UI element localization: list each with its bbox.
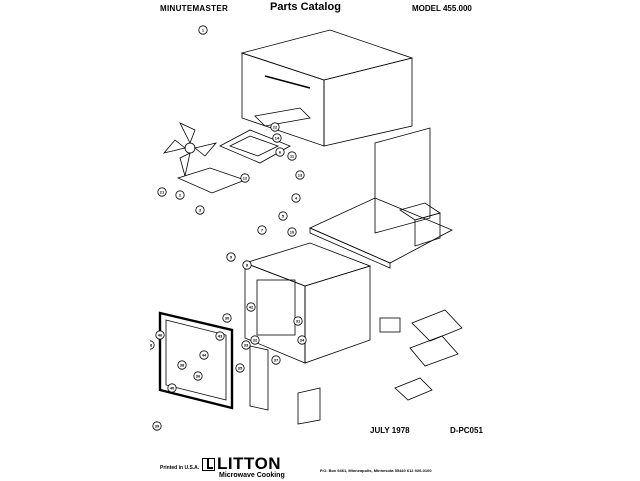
svg-text:31: 31 <box>296 319 301 324</box>
callout-35: 35 <box>235 363 245 373</box>
stirrer-tray <box>176 167 247 194</box>
oven-cavity <box>243 242 372 364</box>
svg-text:2: 2 <box>179 193 182 198</box>
catalog-code: D-PC051 <box>450 426 483 435</box>
callout-38: 38 <box>177 360 187 370</box>
callout-4: 4 <box>291 193 301 203</box>
svg-text:6: 6 <box>279 150 282 155</box>
callout-12: 12 <box>240 173 250 183</box>
callout-39: 39 <box>152 421 162 431</box>
callout-13: 13 <box>295 170 305 180</box>
company-address: P.O. Box 9461, Minneapolis, Minnesota 55… <box>320 468 432 473</box>
shield-plate-lower <box>409 335 459 367</box>
svg-text:1: 1 <box>202 28 205 33</box>
cover-tray <box>254 107 311 127</box>
svg-text:43: 43 <box>218 334 223 339</box>
vent-panel <box>219 129 291 164</box>
svg-text:37: 37 <box>274 358 279 363</box>
cabinet-cover <box>240 29 414 147</box>
svg-text:5: 5 <box>282 214 285 219</box>
callout-42: 42 <box>246 302 256 312</box>
svg-text:13: 13 <box>298 173 303 178</box>
svg-text:28: 28 <box>150 343 153 348</box>
svg-text:12: 12 <box>243 176 248 181</box>
callout-31: 31 <box>293 316 303 326</box>
callout-10: 10 <box>287 227 297 237</box>
control-panel <box>249 345 269 411</box>
svg-text:7: 7 <box>261 228 264 233</box>
callout-36: 36 <box>193 371 203 381</box>
litton-logo-mark <box>202 458 215 471</box>
svg-text:10: 10 <box>290 230 295 235</box>
oven-door <box>158 311 234 410</box>
catalog-date: JULY 1978 <box>370 426 410 435</box>
high-voltage-unit <box>399 202 441 221</box>
svg-text:21: 21 <box>160 190 165 195</box>
capacitor <box>379 317 401 333</box>
callout-6: 6 <box>275 147 285 157</box>
callout-37: 37 <box>271 355 281 365</box>
svg-text:3: 3 <box>199 208 202 213</box>
svg-text:46: 46 <box>158 333 163 338</box>
callout-43: 43 <box>215 331 225 341</box>
model-number: MODEL 455.000 <box>412 4 472 13</box>
svg-text:35: 35 <box>238 366 243 371</box>
callout-14: 14 <box>272 133 282 143</box>
callout-28: 28 <box>150 340 155 350</box>
svg-text:9: 9 <box>230 255 233 260</box>
base-plate <box>309 197 453 264</box>
callout-5: 5 <box>278 211 288 221</box>
callout-21: 21 <box>157 187 167 197</box>
page-title: Parts Catalog <box>270 1 341 13</box>
callout-33: 33 <box>241 340 251 350</box>
callout-11: 11 <box>287 151 297 161</box>
svg-text:4: 4 <box>295 196 298 201</box>
shield-plate-upper <box>411 309 463 342</box>
svg-text:11: 11 <box>290 154 295 159</box>
svg-text:14: 14 <box>275 136 280 141</box>
rear-panel <box>374 127 431 234</box>
svg-text:8: 8 <box>246 263 249 268</box>
svg-text:34: 34 <box>300 338 305 343</box>
bracket <box>394 377 433 401</box>
printed-note: Printed in U.S.A. <box>160 465 200 471</box>
callout-46: 46 <box>155 330 165 340</box>
latch-assembly <box>297 387 321 425</box>
callout-3: 3 <box>195 205 205 215</box>
callout-22: 22 <box>270 122 280 132</box>
callout-34: 34 <box>297 335 307 345</box>
svg-text:33: 33 <box>244 343 249 348</box>
svg-text:40: 40 <box>170 386 175 391</box>
callout-9: 9 <box>226 252 236 262</box>
svg-text:44: 44 <box>202 353 207 358</box>
brand-header: MINUTEMASTER <box>160 4 229 13</box>
svg-text:36: 36 <box>196 374 201 379</box>
litton-logo-subtitle: Microwave Cooking <box>219 472 285 479</box>
svg-text:32: 32 <box>253 338 258 343</box>
svg-text:22: 22 <box>273 125 278 130</box>
callout-7: 7 <box>257 225 267 235</box>
exploded-parts-diagram: 1201819171615142345678910111213212224252… <box>150 25 463 431</box>
callout-2: 2 <box>175 190 185 200</box>
fan-blade <box>162 122 218 177</box>
litton-logo-word: LITTON <box>217 454 282 473</box>
callout-30: 30 <box>222 313 232 323</box>
litton-logo: LITTON Microwave Cooking <box>202 455 298 481</box>
callout-8: 8 <box>242 260 252 270</box>
callout-40: 40 <box>167 383 177 393</box>
callout-1: 1 <box>198 25 208 35</box>
callout-44: 44 <box>199 350 209 360</box>
svg-text:39: 39 <box>155 424 160 429</box>
svg-text:30: 30 <box>225 316 230 321</box>
svg-text:42: 42 <box>249 305 254 310</box>
svg-text:38: 38 <box>180 363 185 368</box>
callout-32: 32 <box>250 335 260 345</box>
